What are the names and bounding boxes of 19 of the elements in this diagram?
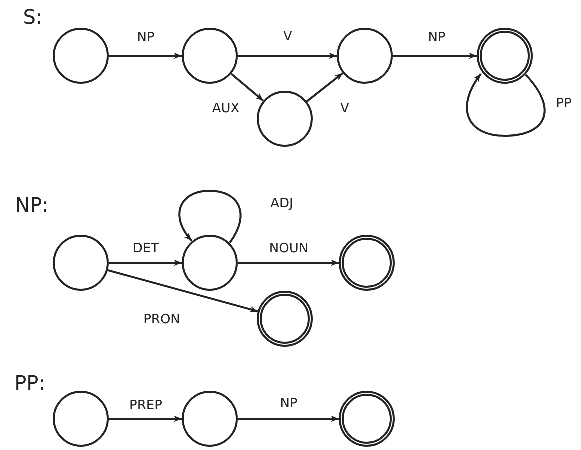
arrow xyxy=(238,260,339,266)
edge-label: ADJ xyxy=(268,196,296,212)
arrow xyxy=(109,52,182,60)
arrow xyxy=(108,269,258,313)
final-state-circle xyxy=(477,28,533,84)
arrow xyxy=(109,416,182,422)
network-heading: NP: xyxy=(15,193,49,217)
state-circle xyxy=(257,91,313,147)
network-heading: S: xyxy=(23,5,43,29)
arrow xyxy=(109,260,182,266)
arrow xyxy=(238,52,337,60)
arrow xyxy=(466,73,546,137)
arrow xyxy=(178,190,242,244)
state-circle xyxy=(182,235,238,291)
arrow xyxy=(230,73,264,102)
arrow xyxy=(306,72,344,102)
arrow xyxy=(393,52,477,60)
network-heading: PP: xyxy=(14,371,46,395)
arrow xyxy=(238,416,339,422)
